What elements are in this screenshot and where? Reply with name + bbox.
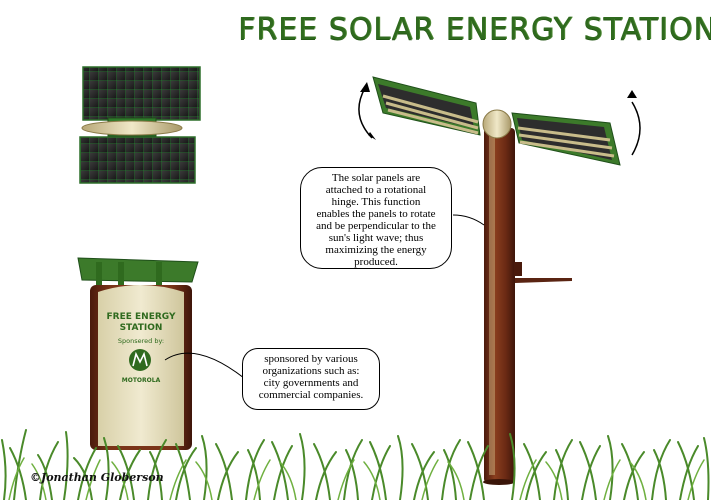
rotate-arrow-right-icon <box>631 101 641 156</box>
callout-line: The solar panels are <box>331 172 421 184</box>
sponsor-callout: sponsored by various organizations such … <box>242 348 380 410</box>
grass-foreground <box>1 429 710 500</box>
callout-line: and be perpendicular to the <box>316 220 436 232</box>
callout-line: sponsored by various <box>264 353 358 365</box>
callout-line: produced. <box>354 256 398 268</box>
kiosk-brand-name: MOTOROLA <box>121 377 161 384</box>
page-title: FREE SOLAR ENERGY STATION <box>238 12 711 47</box>
lower-solar-panel <box>79 136 196 184</box>
author-credit: ©Jonathan Globerson <box>30 471 164 484</box>
callout-line: sun's light wave; thus <box>328 232 424 244</box>
solar-pole <box>482 109 572 485</box>
callout-line: commercial companies. <box>258 389 364 401</box>
right-pole-panel <box>511 112 621 166</box>
callout-pointer-top <box>452 214 485 226</box>
panel-module-topview <box>79 66 201 184</box>
hinge-cylinder <box>81 120 183 136</box>
callout-line: enables the panels to rotate <box>316 208 436 220</box>
kiosk-title: FREE ENERGY STATION <box>100 312 182 334</box>
callout-line: hinge. This function <box>331 196 421 208</box>
kiosk-title-line1: FREE ENERGY <box>106 312 176 322</box>
callout-line: city governments and <box>263 377 359 389</box>
kiosk-station <box>77 257 199 450</box>
rotation-hinge <box>482 109 512 139</box>
rotation-callout: The solar panels are attached to a rotat… <box>300 167 452 269</box>
left-pole-panel <box>372 76 481 136</box>
motorola-logo-icon <box>129 349 151 371</box>
upper-solar-panel <box>82 66 201 121</box>
callout-line: attached to a rotational <box>325 184 427 196</box>
kiosk-title-line2: STATION <box>119 323 163 333</box>
callout-line: maximizing the energy <box>325 244 427 256</box>
callout-line: organizations such as: <box>262 365 360 377</box>
kiosk-sponsored-label: Sponsered by: <box>117 337 165 345</box>
callout-pointer-bottom <box>164 352 245 379</box>
rotate-arrow-left-icon <box>358 87 373 139</box>
